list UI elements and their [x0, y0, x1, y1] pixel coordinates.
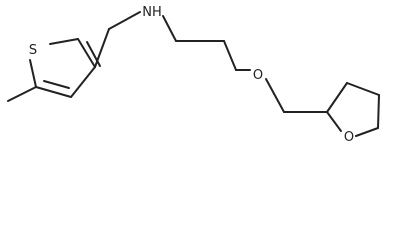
thf-bond-5	[326, 111, 342, 132]
ether-bond-1	[265, 78, 285, 113]
thiophene-bond-c4-c5	[35, 86, 72, 98]
methylene-bond-2	[108, 11, 141, 30]
thiophene-bond-c3-c3-inner	[86, 41, 101, 67]
thf-bond-1	[326, 82, 348, 113]
thiophene-bond-c2-c3	[77, 38, 96, 68]
amine-atom-label: NH	[142, 5, 162, 20]
ring-oxygen-atom-label: O	[344, 130, 354, 145]
propyl-bond-3	[223, 40, 237, 71]
propyl-bond-1	[162, 15, 177, 42]
methylene-bond-1	[94, 28, 110, 68]
ether-oxygen-atom-label: O	[253, 68, 263, 83]
thiophene-bond-c3-c4	[70, 66, 96, 98]
methyl-bond	[7, 86, 37, 102]
thiophene-bond-c4-c5-inner	[43, 80, 70, 89]
thiophene-bond-s-c2	[49, 38, 79, 45]
thf-bond-4	[355, 127, 379, 137]
sulfur-atom-label: S	[29, 43, 37, 58]
thf-bond-2	[346, 82, 380, 96]
thiophene-bond-c5-s	[29, 59, 37, 88]
thf-bond-3	[377, 94, 380, 129]
chemical-structure: S NH O O	[7, 5, 380, 145]
